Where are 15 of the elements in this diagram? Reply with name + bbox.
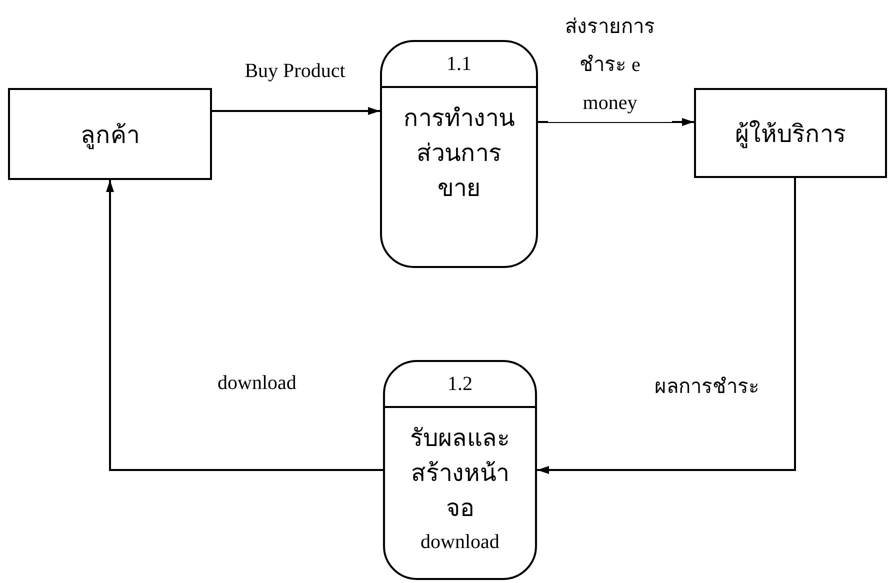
entity-box (8, 88, 212, 180)
arrow (537, 178, 796, 474)
process-number: 1.2 (385, 362, 535, 408)
arrow (538, 118, 694, 126)
arrow (212, 107, 380, 115)
arrow (106, 180, 383, 471)
entity-label: ลูกค้า (80, 122, 140, 152)
process-box (380, 40, 538, 268)
process-number: 1.1 (382, 42, 536, 88)
process-note: download (420, 530, 500, 556)
entity-label: ผู้ให้บริการ (735, 119, 846, 150)
process-label: รับผลและสร้างหน้าจอ (409, 425, 511, 524)
process-box (383, 360, 537, 580)
process-label: การทำงานส่วนการขาย (402, 105, 516, 204)
entity-box (694, 88, 887, 178)
